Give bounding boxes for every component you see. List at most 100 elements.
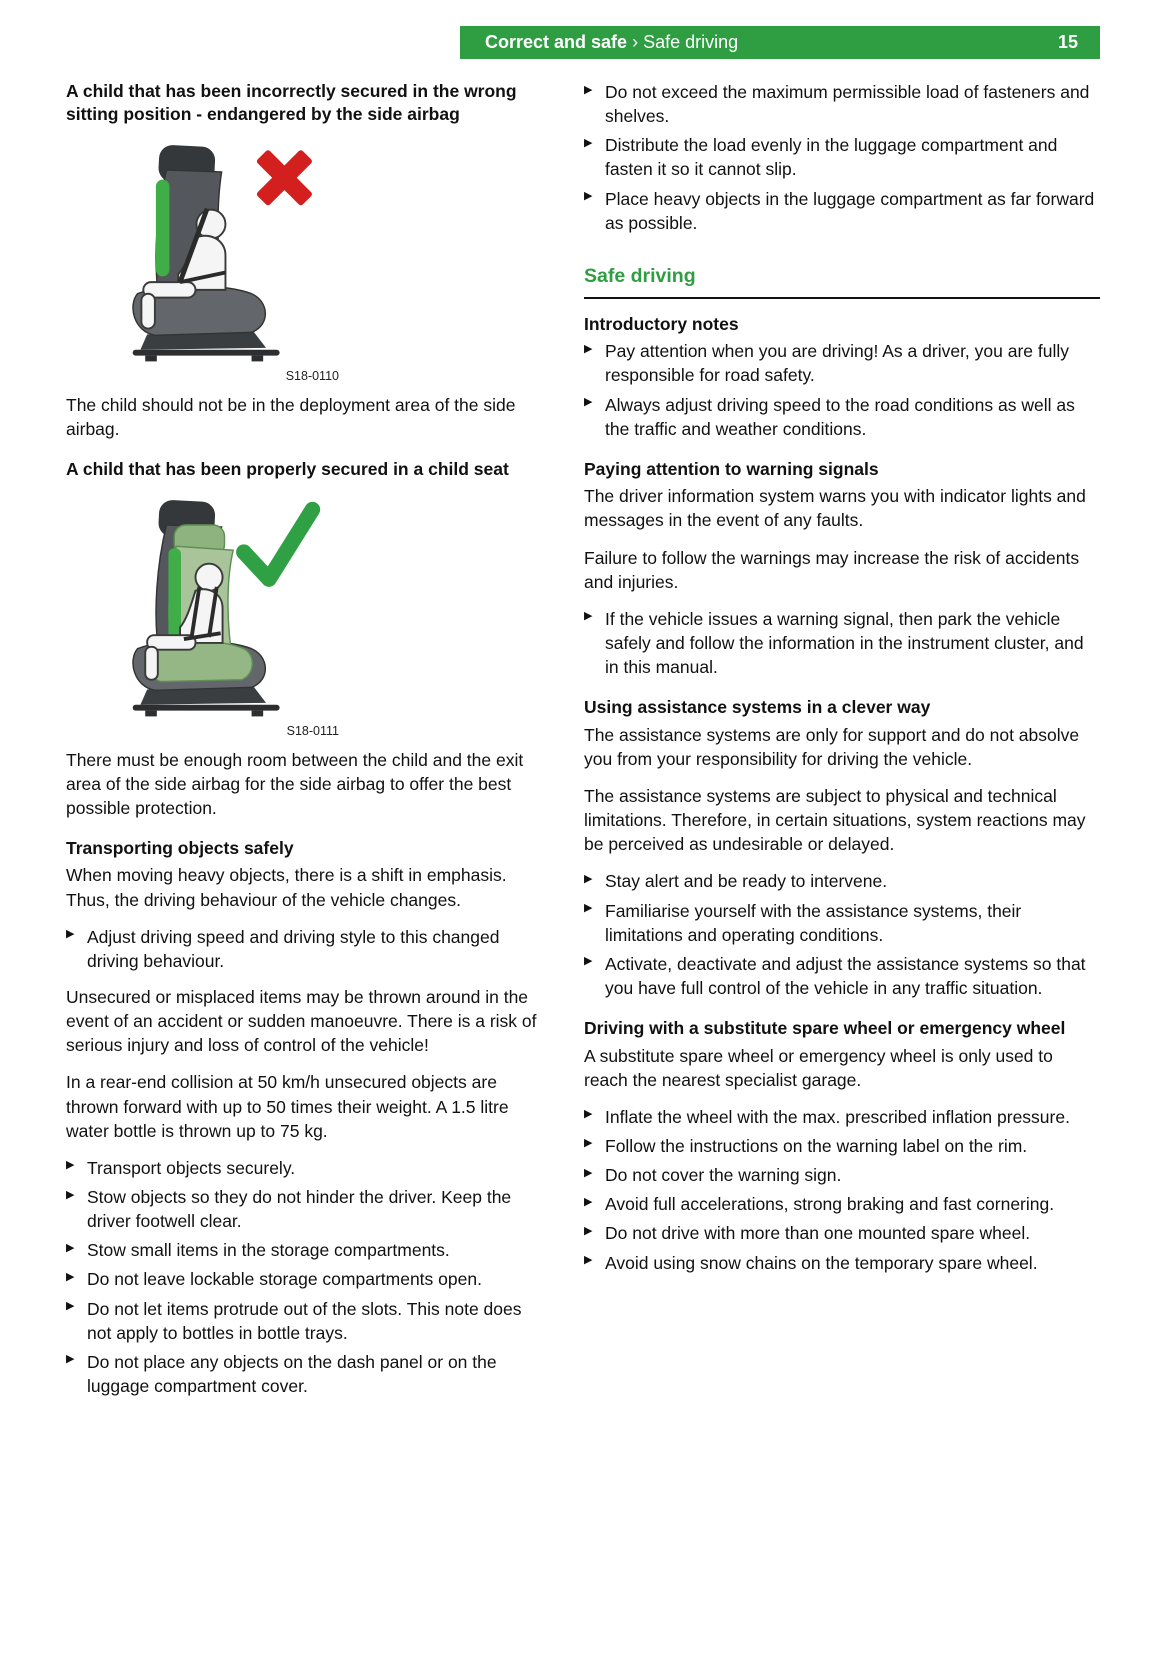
list-item-text: Do not place any objects on the dash pan…: [87, 1351, 497, 1396]
figure-caption: S18-0110: [285, 368, 339, 383]
bullet-icon: ▶: [584, 955, 593, 968]
incorrect-seat-illustration: [132, 144, 312, 362]
bullet-list-load: ▶ Do not exceed the maximum permissible …: [584, 80, 1100, 235]
breadcrumb-section: Correct and safe: [485, 32, 628, 52]
bullet-icon: ▶: [584, 342, 593, 355]
list-item-text: Adjust driving speed and driving style t…: [87, 926, 500, 971]
list-item-text: Avoid using snow chains on the temporary…: [605, 1252, 1038, 1273]
bullet-icon: ▶: [66, 1353, 75, 1366]
list-item-text: Do not drive with more than one mounted …: [605, 1223, 1031, 1244]
list-item: ▶ Familiarise yourself with the assistan…: [584, 899, 1100, 947]
bullet-icon: ▶: [66, 1159, 75, 1172]
heading-assistance-systems: Using assistance systems in a clever way: [584, 697, 931, 718]
bullet-icon: ▶: [66, 1188, 75, 1201]
list-item-text: Distribute the load evenly in the luggag…: [605, 135, 1058, 180]
bullet-icon: ▶: [584, 1137, 593, 1150]
bullet-icon: ▶: [584, 190, 593, 203]
para-assistance-limits: The assistance systems are subject to ph…: [584, 785, 1086, 855]
bullet-list: ▶ Adjust driving speed and driving style…: [66, 925, 546, 973]
para-unsecured-items: Unsecured or misplaced items may be thro…: [66, 987, 537, 1056]
para-driver-information: The driver information system warns you …: [584, 486, 1086, 531]
bullet-list-spare: ▶ Inflate the wheel with the max. prescr…: [584, 1105, 1100, 1275]
para-assistance-support: The assistance systems are only for supp…: [584, 724, 1080, 769]
list-item-text: Do not let items protrude out of the slo…: [87, 1298, 522, 1343]
right-column: ▶ Do not exceed the maximum permissible …: [584, 80, 1100, 1287]
bullet-icon: ▶: [584, 872, 593, 885]
correct-seat-illustration: [132, 499, 321, 716]
list-item-text: If the vehicle issues a warning signal, …: [605, 608, 1084, 678]
list-item: ▶ Do not place any objects on the dash p…: [66, 1350, 546, 1398]
list-item: ▶ Transport objects securely.: [66, 1156, 546, 1180]
bullet-icon: ▶: [584, 83, 593, 96]
heading-spare-wheel: Driving with a substitute spare wheel or…: [584, 1018, 1066, 1039]
list-item: ▶ Distribute the load evenly in the lugg…: [584, 133, 1100, 181]
list-item-text: Do not cover the warning sign.: [605, 1165, 842, 1186]
left-column: A child that has been incorrectly secure…: [66, 80, 546, 1410]
bullet-icon: ▶: [584, 396, 593, 409]
heading-warning-signals: Paying attention to warning signals: [584, 458, 879, 479]
page-header-bar: Correct and safe › Safe driving 15: [460, 26, 1100, 59]
list-item: ▶ Avoid using snow chains on the tempora…: [584, 1251, 1100, 1275]
para-deployment-area: The child should not be in the deploymen…: [66, 394, 516, 440]
list-item-text: Pay attention when you are driving! As a…: [605, 341, 1070, 386]
breadcrumb-separator: ›: [632, 32, 639, 52]
list-item-text: Stay alert and be ready to intervene.: [605, 871, 888, 892]
list-item: ▶ Do not let items protrude out of the s…: [66, 1297, 546, 1345]
red-cross-icon: [256, 150, 312, 206]
list-item-text: Do not leave lockable storage compartmen…: [87, 1269, 482, 1290]
bullet-icon: ▶: [584, 1224, 593, 1237]
list-item-text: Avoid full accelerations, strong braking…: [605, 1194, 1055, 1215]
green-check-icon: [236, 501, 321, 587]
breadcrumb-subsection: Safe driving: [643, 32, 739, 52]
list-item-text: Familiarise yourself with the assistance…: [605, 900, 1022, 945]
side-airbag-highlight: [155, 179, 170, 277]
para-enough-room: There must be enough room between the ch…: [66, 749, 524, 818]
list-item-text: Do not exceed the maximum permissible lo…: [605, 82, 1090, 127]
list-item-text: Place heavy objects in the luggage compa…: [605, 188, 1095, 233]
list-item: ▶ Do not cover the warning sign.: [584, 1163, 1100, 1187]
figure-caption: S18-0111: [286, 723, 339, 738]
bullet-icon: ▶: [584, 1108, 593, 1121]
figure-correct-seat: S18-0111: [94, 496, 339, 738]
bullet-icon: ▶: [66, 1300, 75, 1313]
bullet-list-warning: ▶ If the vehicle issues a warning signal…: [584, 607, 1100, 679]
heading-transporting-objects: Transporting objects safely: [66, 838, 294, 859]
bullet-icon: ▶: [584, 136, 593, 149]
page-number: 15: [1057, 32, 1078, 52]
bullet-icon: ▶: [584, 1166, 593, 1179]
list-item: ▶ Adjust driving speed and driving style…: [66, 925, 546, 973]
bullet-icon: ▶: [584, 610, 593, 623]
list-item: ▶ Do not exceed the maximum permissible …: [584, 80, 1100, 128]
list-item: ▶ Avoid full accelerations, strong braki…: [584, 1192, 1100, 1216]
bullet-icon: ▶: [66, 1270, 75, 1283]
bullet-icon: ▶: [584, 1254, 593, 1267]
para-failure-warnings: Failure to follow the warnings may incre…: [584, 547, 1080, 592]
bullet-list-intro: ▶ Pay attention when you are driving! As…: [584, 339, 1100, 441]
list-item: ▶ Do not drive with more than one mounte…: [584, 1221, 1100, 1245]
side-airbag-highlight: [168, 547, 181, 641]
list-item: ▶ Activate, deactivate and adjust the as…: [584, 952, 1100, 1000]
list-item: ▶ Inflate the wheel with the max. prescr…: [584, 1105, 1100, 1129]
list-item: ▶ Stow objects so they do not hinder the…: [66, 1185, 546, 1233]
bullet-icon: ▶: [66, 928, 75, 941]
bullet-list-assist: ▶ Stay alert and be ready to intervene. …: [584, 869, 1100, 1000]
list-item-text: Always adjust driving speed to the road …: [605, 394, 1075, 439]
list-item: ▶ Pay attention when you are driving! As…: [584, 339, 1100, 387]
heading-properly-secured: A child that has been properly secured i…: [66, 459, 509, 480]
list-item: ▶ Place heavy objects in the luggage com…: [584, 187, 1100, 235]
list-item-text: Transport objects securely.: [87, 1157, 296, 1178]
list-item: ▶ Do not leave lockable storage compartm…: [66, 1267, 546, 1291]
heading-incorrectly-secured: A child that has been incorrectly secure…: [66, 81, 517, 125]
para-spare-wheel: A substitute spare wheel or emergency wh…: [584, 1045, 1053, 1090]
bullet-icon: ▶: [584, 902, 593, 915]
list-item-text: Inflate the wheel with the max. prescrib…: [605, 1106, 1070, 1127]
list-item-text: Follow the instructions on the warning l…: [605, 1135, 1028, 1156]
heading-introductory-notes: Introductory notes: [584, 313, 739, 334]
list-item: ▶ Follow the instructions on the warning…: [584, 1134, 1100, 1158]
bullet-icon: ▶: [584, 1195, 593, 1208]
list-item: ▶ Stow small items in the storage compar…: [66, 1238, 546, 1262]
breadcrumb: Correct and safe › Safe driving: [460, 32, 738, 53]
page-content: A child that has been incorrectly secure…: [66, 80, 1100, 1410]
section-title-safe-driving: Safe driving: [584, 265, 1100, 299]
